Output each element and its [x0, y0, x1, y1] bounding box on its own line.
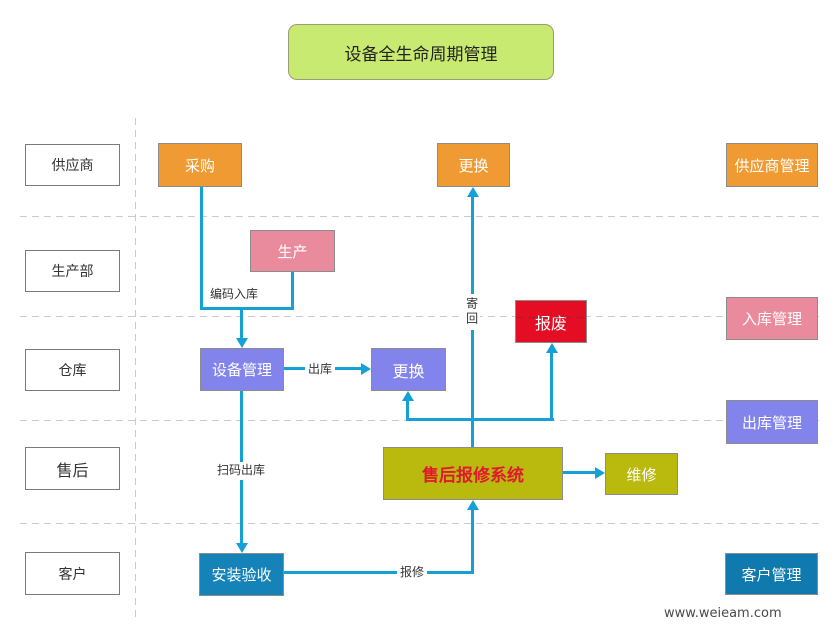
node-production-label: 生产: [277, 242, 308, 261]
swimlane-aftersales: 售后: [25, 447, 120, 490]
swimlane-production-dept-label: 生产部: [51, 264, 94, 280]
scrap-dash-overlay: [516, 317, 586, 318]
node-repair: 维修: [605, 453, 678, 495]
node-install-acceptance-label: 安装验收: [211, 566, 272, 584]
connector-to-equipment: [240, 307, 243, 339]
node-replace-mid-label: 更换: [392, 361, 425, 381]
arrowhead-into-scrap: [546, 343, 558, 353]
arrowhead-into-equipment: [236, 338, 248, 348]
node-aftersales-repair-system: 售后报修系统: [383, 447, 563, 500]
node-aftersales-repair-system-label: 售后报修系统: [422, 466, 524, 486]
swimlane-divider-row4: [20, 523, 822, 524]
node-scrap: 报废: [515, 300, 587, 343]
swimlane-customer-label: 客户: [58, 566, 87, 583]
connector-to-repair: [563, 471, 596, 474]
node-purchase-label: 采购: [184, 156, 215, 175]
node-replace-top-label: 更换: [458, 156, 489, 175]
connector-report-vertical: [471, 510, 474, 574]
node-repair-label: 维修: [626, 465, 657, 484]
connector-merge-horizontal: [200, 307, 294, 310]
swimlane-aftersales-label: 售后: [56, 460, 89, 480]
node-scrap-label: 报废: [534, 313, 567, 333]
node-outbound-management-label: 出库管理: [741, 413, 802, 432]
edge-label-send-back: 寄回: [462, 294, 480, 330]
swimlane-divider-vertical: [135, 118, 136, 618]
swimlane-warehouse: 仓库: [25, 349, 120, 391]
node-customer-management: 客户管理: [725, 553, 818, 595]
diagram-title-label: 设备全生命周期管理: [344, 44, 498, 65]
arrowhead-into-replace-mid: [361, 363, 371, 375]
node-purchase: 采购: [158, 143, 242, 187]
swimlane-divider-row2: [20, 316, 822, 317]
connector-production-down: [291, 272, 294, 310]
arrowhead-into-replace-mid-bottom: [402, 391, 414, 401]
connector-purchase-down: [200, 187, 203, 310]
arrowhead-into-replace-top: [467, 187, 479, 197]
swimlane-warehouse-label: 仓库: [58, 363, 87, 379]
swimlane-divider-row1: [20, 216, 822, 217]
swimlane-supplier: 供应商: [25, 144, 120, 186]
node-inbound-management-label: 入库管理: [741, 310, 802, 328]
connector-report-horizontal: [284, 571, 474, 574]
arrowhead-into-install: [236, 543, 248, 553]
edge-label-report-repair: 报修: [397, 564, 428, 582]
edge-label-scan-outbound: 扫码出库: [214, 462, 269, 480]
watermark-url: www.weieam.com: [664, 606, 782, 621]
edge-label-outbound: 出库: [305, 361, 336, 379]
node-install-acceptance: 安装验收: [199, 553, 284, 596]
node-equipment-management: 设备管理: [200, 348, 284, 391]
swimlane-production-dept: 生产部: [25, 250, 120, 292]
swimlane-customer: 客户: [25, 552, 120, 595]
node-replace-mid: 更换: [371, 348, 446, 391]
node-replace-top: 更换: [437, 143, 510, 187]
swimlane-supplier-label: 供应商: [51, 158, 94, 174]
connector-branch-horizontal: [407, 418, 554, 421]
node-inbound-management: 入库管理: [726, 297, 818, 340]
connector-branch-to-replace: [406, 401, 409, 421]
node-equipment-management-label: 设备管理: [211, 361, 272, 379]
arrowhead-into-system: [467, 500, 479, 510]
arrowhead-into-repair: [595, 467, 605, 479]
node-supplier-management: 供应商管理: [726, 143, 818, 187]
diagram-title: 设备全生命周期管理: [288, 24, 554, 80]
connector-branch-to-scrap: [550, 353, 553, 421]
edge-label-coded-inbound: 编码入库: [207, 286, 262, 304]
node-production: 生产: [250, 230, 335, 272]
node-outbound-management: 出库管理: [726, 400, 818, 444]
node-supplier-management-label: 供应商管理: [734, 156, 810, 175]
node-customer-management-label: 客户管理: [741, 565, 802, 584]
